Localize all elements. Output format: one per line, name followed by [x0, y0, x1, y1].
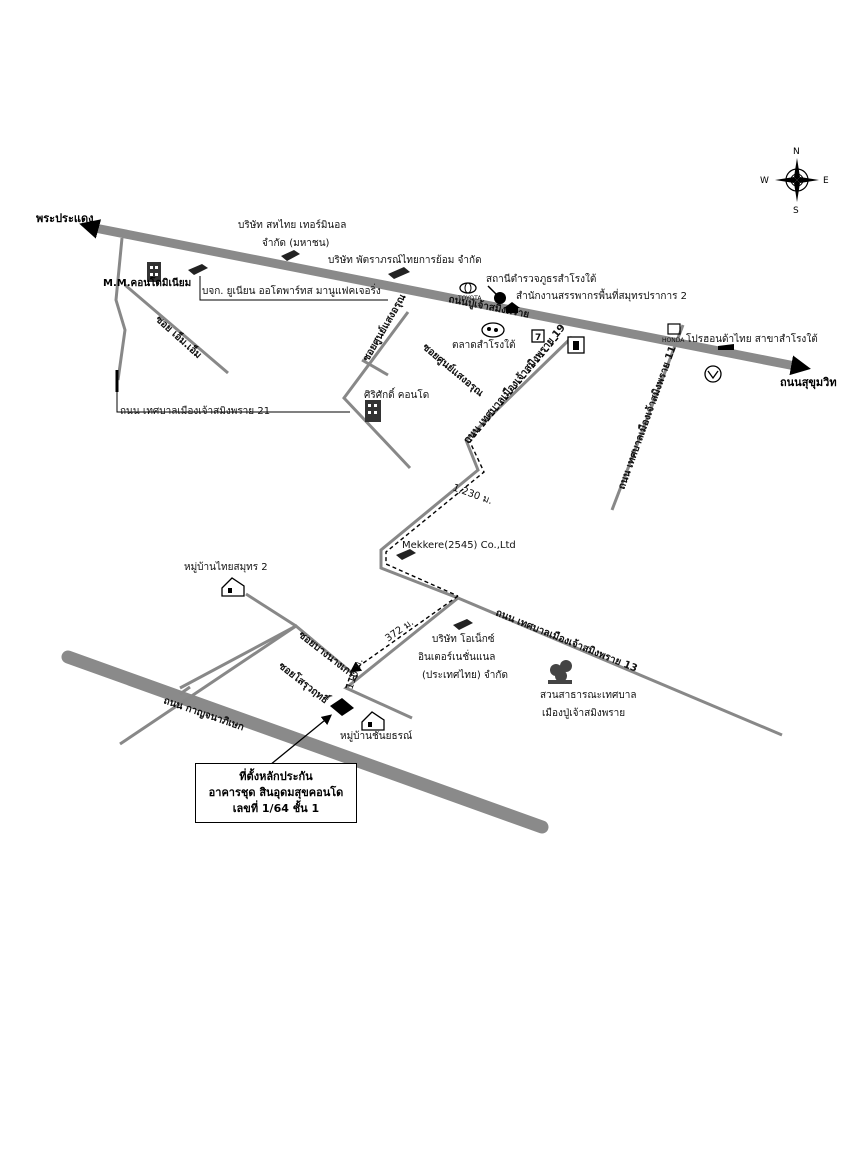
label-park-1: สวนสาธารณะเทศบาล	[540, 690, 636, 701]
label-onet-2: อินเตอร์เนชั่นแนล	[418, 649, 495, 663]
police-badge-icon	[487, 285, 506, 304]
label-honda: โปรฮอนด้าไทย สาขาสำโรงใต้	[686, 332, 818, 345]
leader-line-union-auto	[199, 276, 388, 301]
site-location-box: ที่ตั้งหลักประกัน อาคารชุด สินอุดมสุขคอน…	[195, 763, 357, 823]
village-house-icon	[361, 711, 385, 731]
label-park-2: เมืองปู่เจ้าสมิงพราย	[542, 707, 625, 719]
condo-building-icon	[365, 400, 381, 422]
svg-text:7: 7	[535, 333, 541, 343]
factory-icon	[281, 250, 300, 261]
label-onet-3: (ประเทศไทย) จำกัด	[422, 669, 508, 681]
compass-east: E	[823, 176, 829, 186]
route-dashed	[344, 337, 559, 691]
toyota-logo-text: TOYOTA	[457, 295, 482, 302]
site-line-2: อาคารชุด สินอุดมสุขคอนโด	[208, 786, 344, 799]
dest-east-label: ถนนสุขุมวิท	[780, 376, 837, 390]
seven-eleven-icon: 7	[531, 329, 545, 343]
road-label-soi-left: ซอย เอ็ม.เอ็ม	[153, 312, 205, 361]
road-main-lower	[61, 650, 549, 834]
road-label-thetsaban-21: ถนน เทศบาลเมืองเจ้าสมิงพราย 21	[120, 405, 270, 417]
site-line-1: ที่ตั้งหลักประกัน	[239, 770, 313, 783]
factory-icon	[188, 264, 208, 275]
small-vehicle-icon	[718, 344, 734, 350]
factory-icon	[396, 549, 416, 560]
honda-logo-text: HONDA	[662, 337, 685, 344]
road-label-thetsaban-right: ถนน เทศบาลเมืองเจ้าสมิงพราย 11	[616, 344, 679, 491]
market-icon	[481, 322, 505, 338]
label-onet-1: บริษัท โอเน็กซ์	[432, 631, 495, 645]
toyota-logo-icon: TOYOTA	[457, 282, 482, 302]
factory-icon	[453, 619, 473, 630]
dest-west-label: พระประแดง	[36, 212, 93, 225]
road-main-upper	[79, 219, 811, 376]
compass-rose: N S E W	[760, 147, 829, 216]
label-market: ตลาดสำโรงใต้	[452, 338, 515, 351]
label-thaisamut: หมู่บ้านไทยสมุทร 2	[184, 561, 268, 573]
condo-building-icon	[147, 262, 161, 282]
village-house-icon	[221, 577, 245, 597]
label-mekkere: Mekkere(2545) Co.,Ltd	[402, 540, 516, 551]
site-pointer-line	[269, 714, 333, 766]
park-tree-icon	[548, 660, 572, 684]
circle-logo-icon	[704, 365, 722, 383]
road-label-soi-mid-1: ซอยศูนย์แสงอรุณ	[360, 291, 410, 364]
label-chanarun: หมู่บ้านชันยธรณ์	[340, 730, 412, 742]
site-marker-icon	[330, 698, 354, 716]
label-mm-condo: M.M.คอนโดมิเนียม	[103, 276, 191, 289]
compass-north: N	[793, 147, 800, 157]
label-sirisak: ศิริศักดิ์ คอนโด	[364, 387, 429, 401]
compass-south: S	[793, 206, 799, 216]
leader-line-thetsaban-21	[116, 392, 350, 413]
honda-logo-icon: HONDA	[662, 323, 685, 344]
factory-icon	[388, 267, 410, 279]
road-label-soi-bottom-2: ซอยโสรุวฤทธิ์	[276, 658, 333, 707]
compass-west: W	[760, 176, 769, 186]
thin-roads	[114, 237, 783, 746]
distance-1: 1,230 ม.	[451, 482, 494, 507]
label-samthai: บริษัท สหไทย เทอร์มินอล	[238, 219, 346, 231]
label-samthai-2: จำกัด (มหาชน)	[262, 238, 330, 249]
revenue-office-icon	[504, 302, 520, 313]
label-phattharaporn: บริษัท พัตราภรณ์ไทยการย้อม จำกัด	[328, 254, 482, 266]
shop-icon	[567, 336, 585, 354]
label-police: สถานีตำรวจภูธรสำโรงใต้	[486, 272, 596, 285]
distance-2: 372 ม.	[383, 617, 416, 644]
label-revenue: สำนักงานสรรพากรพื้นที่สมุทรปราการ 2	[516, 288, 687, 302]
label-union-auto: บจก. ยูเนียน ออโตพาร์ทส มานูแฟคเจอริ่ง	[202, 283, 381, 297]
site-line-3: เลขที่ 1/64 ชั้น 1	[232, 802, 320, 815]
